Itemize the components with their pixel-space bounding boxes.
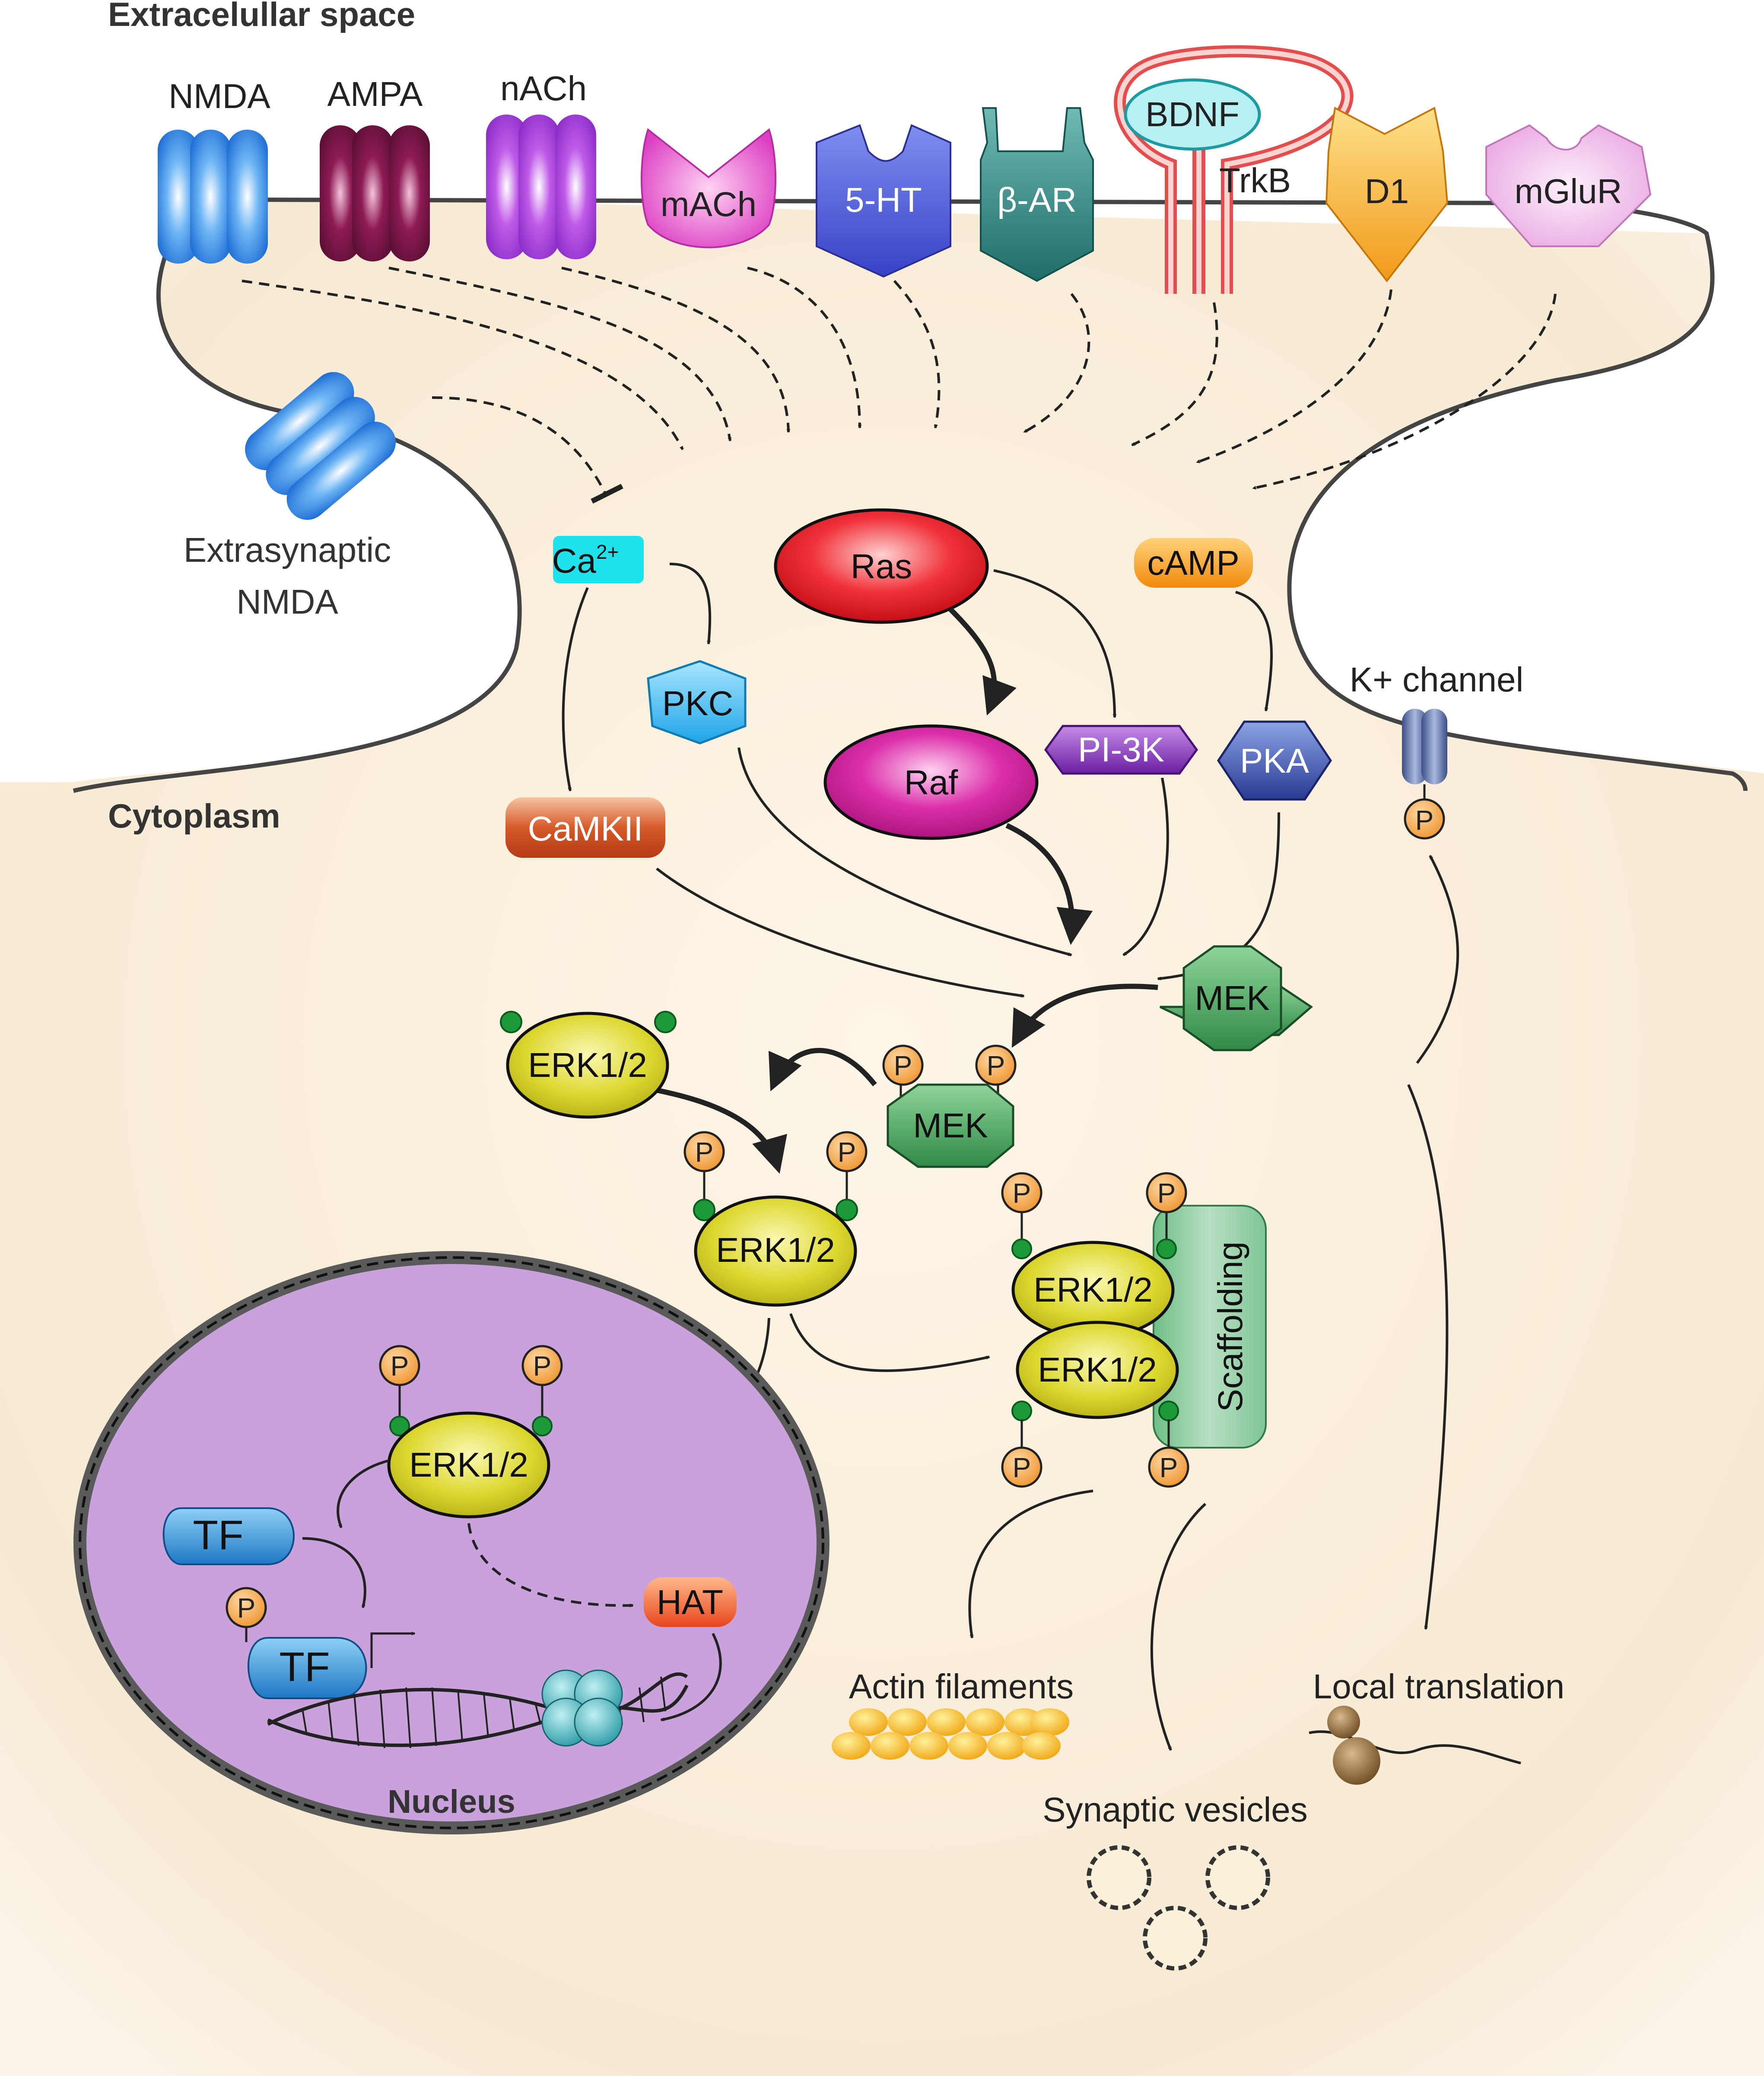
mek-active-phospho-2: P	[987, 1050, 1005, 1081]
erk-inactive	[500, 1011, 677, 1119]
actin-label: Actin filaments	[849, 1667, 1074, 1706]
scaffolding-label: Scaffolding	[1211, 1242, 1249, 1412]
ribosome-mrna	[1309, 1706, 1521, 1785]
nuclear-arrows	[302, 1459, 722, 1722]
erk-active	[683, 1131, 868, 1307]
pka-node	[1217, 720, 1332, 801]
local-translation-label: Local translation	[1313, 1667, 1565, 1706]
pi3k-label: PI-3K	[1078, 730, 1164, 769]
camp-label: cAMP	[1147, 544, 1239, 582]
tf-inactive-label: TF	[193, 1512, 243, 1558]
hat-box	[644, 1577, 737, 1627]
pkc-node	[647, 660, 747, 745]
ca2-label: Ca2+	[552, 541, 619, 580]
nuclear-erk-phospho-1: P	[391, 1350, 409, 1382]
k-channel-label: K+ channel	[1350, 660, 1524, 699]
erk-active-phospho-2: P	[838, 1137, 856, 1168]
nach-label: nACh	[500, 69, 587, 108]
nuclear-erk-phospho-2: P	[533, 1350, 552, 1382]
beta-ar-label: β-AR	[997, 181, 1077, 219]
extrasynaptic-label-1: Extrasynaptic	[184, 531, 391, 569]
scaffolding-protein	[1153, 1205, 1267, 1449]
scaffold-erk-bottom	[1001, 1321, 1189, 1488]
k-channel-phospho-label: P	[1415, 805, 1434, 836]
scaffold-erk-top	[1001, 1172, 1187, 1339]
tf-active-phospho: P	[237, 1592, 256, 1624]
trkb-label: TrkB	[1219, 161, 1291, 200]
extrasynaptic-nmda-receptor	[245, 372, 396, 520]
ras-label: Ras	[851, 547, 912, 586]
scaffold-erk-bottom-label: ERK1/2	[1038, 1350, 1157, 1389]
hat-label: HAT	[657, 1583, 723, 1621]
scaffold-erk-top-phospho-2: P	[1157, 1178, 1176, 1209]
pka-label: PKA	[1240, 742, 1309, 780]
nmda-receptor	[158, 130, 268, 264]
raf-label: Raf	[904, 763, 958, 802]
camp-box	[1134, 538, 1253, 588]
mach-receptor	[641, 128, 776, 248]
mglur-receptor	[1485, 124, 1652, 247]
nucleus-label: Nucleus	[388, 1783, 515, 1820]
trkb-receptor	[1114, 45, 1354, 294]
extrasynaptic-inhibition-bar	[591, 484, 623, 504]
pkc-label: PKC	[662, 684, 734, 723]
scaffold-erk-top-phospho-1: P	[1013, 1178, 1031, 1209]
ampa-receptor	[320, 125, 430, 261]
erk-to-hat-dashed-arrow	[467, 1523, 634, 1608]
nmda-label: NMDA	[168, 77, 270, 115]
bdnf-ligand	[1124, 78, 1261, 151]
receptor-input-arrows	[242, 267, 1557, 494]
synaptic-vesicles-label: Synaptic vesicles	[1043, 1790, 1308, 1829]
d1-label: D1	[1365, 172, 1409, 210]
pi3k-node	[1044, 725, 1198, 775]
d1-receptor	[1325, 106, 1449, 283]
ampa-label: AMPA	[327, 75, 423, 113]
ras-node	[774, 508, 989, 624]
scaffold-erk-top-label: ERK1/2	[1033, 1270, 1153, 1309]
camkii-label: CaMKII	[528, 809, 643, 848]
erk-active-phospho-1: P	[695, 1137, 714, 1168]
mglur-label: mGluR	[1515, 172, 1622, 210]
erk-active-label: ERK1/2	[716, 1231, 835, 1269]
scaffold-erk-bottom-phospho-1: P	[1013, 1452, 1031, 1483]
tf-active-label: TF	[279, 1644, 330, 1690]
camkii-box	[505, 797, 665, 858]
mek-active	[882, 1044, 1017, 1168]
synaptic-vesicles	[1087, 1845, 1270, 1971]
nuclear-erk-label: ERK1/2	[409, 1446, 528, 1484]
nuclear-erk	[379, 1345, 563, 1519]
raf-node	[823, 724, 1039, 840]
bdnf-label: BDNF	[1145, 95, 1240, 134]
extracellular-label: Extracelullar space	[108, 0, 415, 33]
scaffold-erk-bottom-phospho-2: P	[1160, 1452, 1178, 1483]
cytoplasm-label: Cytoplasm	[108, 797, 280, 835]
mek-active-label: MEK	[913, 1106, 988, 1145]
tf-inactive	[162, 1507, 295, 1565]
mach-label: mACh	[661, 185, 756, 223]
histone-nucleosome	[541, 1669, 623, 1747]
actin-filaments	[832, 1708, 1069, 1760]
mek-inactive-shape	[1182, 945, 1282, 1051]
nach-receptor	[486, 115, 596, 259]
k-channel	[1402, 709, 1447, 840]
beta-ar-receptor	[980, 107, 1094, 282]
mek-inactive-label: MEK	[1195, 979, 1269, 1017]
5ht-label: 5-HT	[845, 181, 922, 219]
5ht-receptor	[816, 124, 951, 278]
transcription-start-arrow	[370, 1631, 416, 1668]
ca2-box	[553, 536, 644, 583]
extrasynaptic-label-2: NMDA	[236, 583, 338, 621]
mek-active-phospho-1: P	[894, 1050, 912, 1081]
erk-inactive-label: ERK1/2	[528, 1046, 647, 1084]
